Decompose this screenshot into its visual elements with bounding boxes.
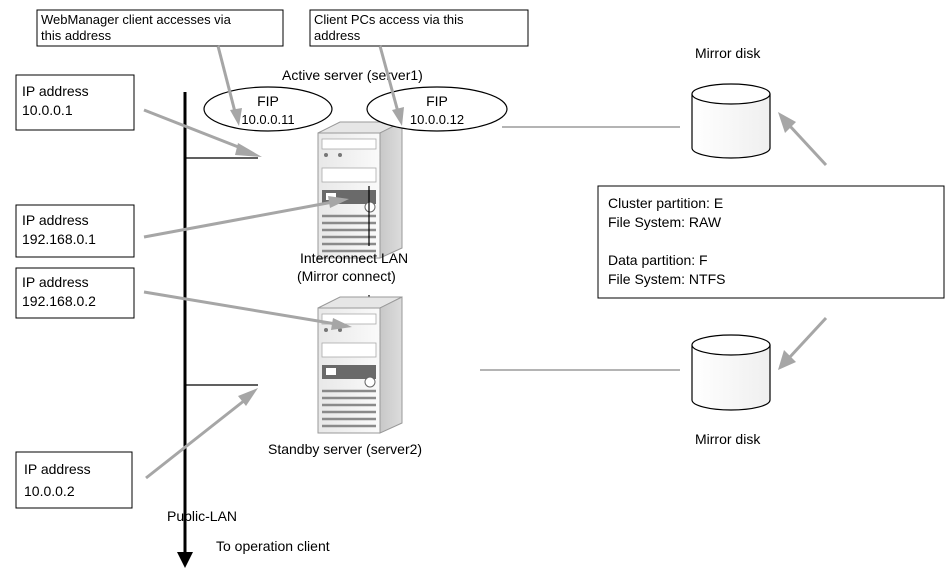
arrow-ip2-to-server1 xyxy=(143,196,349,239)
public-lan-line xyxy=(177,92,193,568)
ip-box-label: IP address xyxy=(22,274,89,290)
ip-box-192-168-0-2: IP address 192.168.0.2 xyxy=(15,267,135,319)
webmanager-note-line2: this address xyxy=(41,28,112,43)
ip-box-value: 10.0.0.1 xyxy=(22,102,73,118)
fip-address: 10.0.0.12 xyxy=(410,112,464,127)
interconnect-sublabel: (Mirror connect) xyxy=(297,268,396,284)
ip-box-value: 10.0.0.2 xyxy=(24,483,75,499)
standby-server-icon xyxy=(317,296,403,434)
ip-box-10-0-0-2: IP address 10.0.0.2 xyxy=(15,451,133,509)
ip-box-label: IP address xyxy=(22,83,89,99)
fip-label: FIP xyxy=(426,93,448,109)
callout-arrows xyxy=(143,45,828,480)
arrow-ip4-to-server2 xyxy=(145,388,258,480)
ip-box-label: IP address xyxy=(22,212,89,228)
client-pc-note-line1: Client PCs access via this xyxy=(314,12,464,27)
ip-box-10-0-0-1: IP address 10.0.0.1 xyxy=(15,74,135,131)
mirror-disk-top-icon xyxy=(691,83,771,159)
client-pc-note-line2: address xyxy=(314,28,361,43)
arrow-webmanager-to-fip1 xyxy=(216,45,242,126)
partition-info-line5: File System: NTFS xyxy=(608,271,725,287)
partition-info-line2: File System: RAW xyxy=(608,214,722,230)
webmanager-note: WebManager client accesses via this addr… xyxy=(36,9,284,47)
ip-box-label: IP address xyxy=(24,461,91,477)
client-pc-note: Client PCs access via this address xyxy=(309,9,529,47)
fip-ellipse-2: FIP 10.0.0.12 xyxy=(366,86,508,132)
to-operation-client-label: To operation client xyxy=(216,538,330,554)
webmanager-note-line1: WebManager client accesses via xyxy=(41,12,232,27)
arrow-ip3-to-server2 xyxy=(143,290,352,330)
mirror-disk-bottom-icon xyxy=(691,334,771,411)
fip-ellipse-1: FIP 10.0.0.11 xyxy=(203,86,333,132)
fip-address: 10.0.0.11 xyxy=(241,112,294,127)
arrow-clientpc-to-fip2 xyxy=(378,45,404,126)
public-lan-label: Public-LAN xyxy=(167,508,237,524)
active-server-icon xyxy=(317,121,403,259)
mirror-disk-top-label: Mirror disk xyxy=(695,45,761,61)
ip-box-192-168-0-1: IP address 192.168.0.1 xyxy=(15,204,135,258)
arrow-partition-to-disk-top xyxy=(778,112,828,167)
partition-info-box: Cluster partition: E File System: RAW Da… xyxy=(597,185,945,299)
arrow-partition-to-disk-bottom xyxy=(778,316,828,370)
mirror-disk-bottom-label: Mirror disk xyxy=(695,431,761,447)
active-server-label: Active server (server1) xyxy=(282,67,423,83)
fip-label: FIP xyxy=(257,93,279,109)
partition-info-line4: Data partition: F xyxy=(608,252,708,268)
ip-box-value: 192.168.0.1 xyxy=(22,231,96,247)
interconnect-label: Interconnect LAN xyxy=(300,250,408,266)
arrow-ip1-to-server1 xyxy=(143,108,262,157)
standby-server-label: Standby server (server2) xyxy=(268,441,422,457)
partition-info-line1: Cluster partition: E xyxy=(608,195,723,211)
ip-box-value: 192.168.0.2 xyxy=(22,293,96,309)
